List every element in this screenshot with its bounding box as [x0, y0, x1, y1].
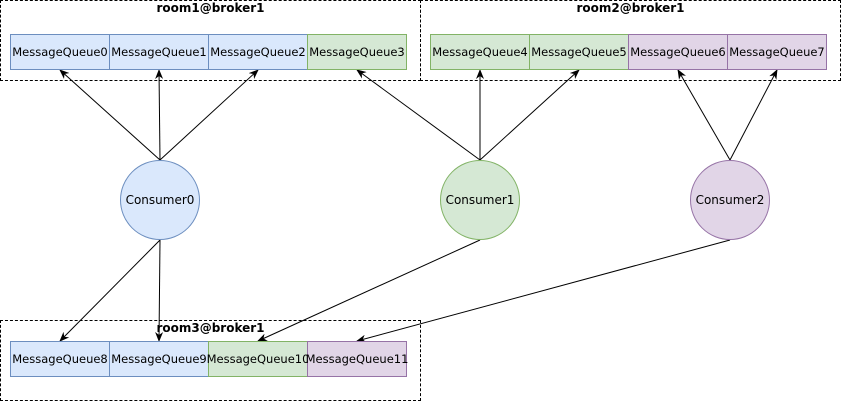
- message-queue-4[interactable]: MessageQueue4: [430, 34, 530, 70]
- consumer-node-0[interactable]: Consumer0: [120, 160, 200, 240]
- queue-row-room1: MessageQueue0 MessageQueue1 MessageQueue…: [10, 34, 407, 70]
- edge-Consumer0-MessageQueue1: [155, 69, 164, 161]
- edge-Consumer0-MessageQueue0: [59, 69, 161, 161]
- consumer-node-1[interactable]: Consumer1: [440, 160, 520, 240]
- room-label: room1@broker1: [156, 1, 265, 15]
- room-label: room3@broker1: [156, 321, 265, 335]
- queue-row-room3: MessageQueue8 MessageQueue9 MessageQueue…: [10, 341, 408, 377]
- edge-Consumer1-MessageQueue3: [356, 69, 481, 161]
- message-queue-6[interactable]: MessageQueue6: [628, 34, 728, 70]
- edge-Consumer2-MessageQueue7: [729, 69, 778, 161]
- message-queue-1[interactable]: MessageQueue1: [109, 34, 209, 70]
- edge-Consumer2-MessageQueue11: [356, 239, 731, 343]
- edge-Consumer0-MessageQueue2: [159, 69, 259, 161]
- message-queue-8[interactable]: MessageQueue8: [10, 341, 110, 377]
- queue-row-room2: MessageQueue4 MessageQueue5 MessageQueue…: [430, 34, 827, 70]
- consumer-node-2[interactable]: Consumer2: [690, 160, 770, 240]
- message-queue-5[interactable]: MessageQueue5: [529, 34, 629, 70]
- edge-Consumer1-MessageQueue10: [257, 239, 481, 342]
- room-label: room2@broker1: [576, 1, 685, 15]
- message-queue-10[interactable]: MessageQueue10: [207, 341, 309, 377]
- message-queue-11[interactable]: MessageQueue11: [306, 341, 408, 377]
- message-queue-2[interactable]: MessageQueue2: [208, 34, 308, 70]
- edge-Consumer1-MessageQueue5: [479, 69, 580, 161]
- edge-Consumer2-MessageQueue6: [677, 69, 731, 161]
- edge-Consumer0-MessageQueue8: [59, 239, 161, 342]
- message-queue-3[interactable]: MessageQueue3: [307, 34, 407, 70]
- message-queue-0[interactable]: MessageQueue0: [10, 34, 110, 70]
- edge-Consumer0-MessageQueue9: [155, 239, 164, 342]
- message-queue-9[interactable]: MessageQueue9: [109, 341, 209, 377]
- message-queue-7[interactable]: MessageQueue7: [727, 34, 827, 70]
